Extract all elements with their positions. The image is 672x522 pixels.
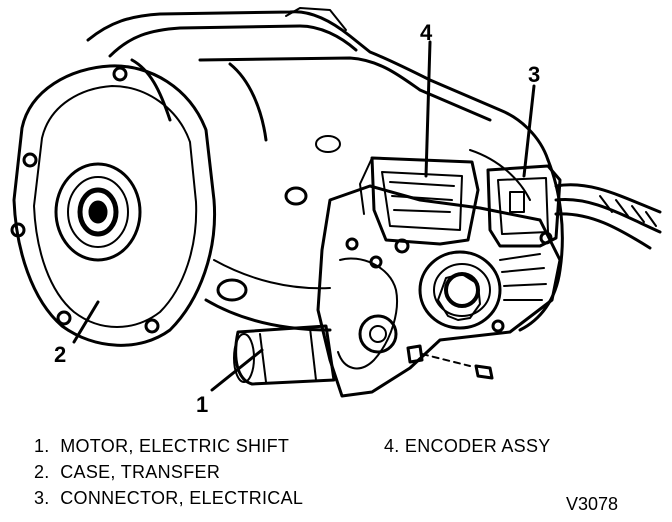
legend-item-2: 2. CASE, TRANSFER [34,462,221,482]
figure-id: V3078 [566,494,619,514]
electric-shift-motor [233,324,336,386]
encoder-assembly [359,156,480,246]
legend-item-3: 3. CONNECTOR, ELECTRICAL [34,488,304,508]
callout-3: 3 [528,62,541,87]
retaining-bolts [406,344,494,380]
motor-mounting-plate [316,184,562,398]
legend-item-4: 4. ENCODER ASSY [384,436,551,456]
callout-1: 1 [196,392,209,417]
callout-leader-lines [72,40,536,392]
legend-item-1: 1. MOTOR, ELECTRIC SHIFT [34,436,290,456]
transfer-case-body [10,7,564,347]
callout-2: 2 [54,342,67,367]
callout-4: 4 [420,20,433,45]
electrical-connector [486,164,662,250]
transfer-case-illustration [10,7,662,398]
